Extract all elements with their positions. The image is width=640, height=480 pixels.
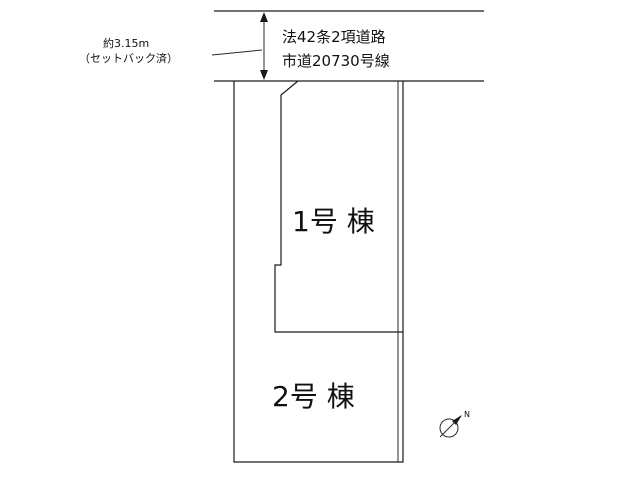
road-width-value: 約3.15m	[103, 36, 149, 50]
building-1-label: 1号 棟	[292, 205, 375, 238]
building-2-label: 2号 棟	[272, 380, 355, 413]
road-width-dimension	[211, 12, 268, 80]
north-arrow-label: N	[464, 410, 470, 419]
road-name-line1: 法42条2項道路	[282, 28, 386, 46]
road-name-line2: 市道20730号線	[282, 52, 390, 70]
road-width-leader-line	[211, 49, 263, 56]
lot-division-line	[274, 80, 403, 333]
north-arrow-icon: N	[439, 410, 470, 438]
site-parcel-outline	[233, 81, 404, 463]
road-width-note: （セットバック済）	[79, 51, 178, 65]
